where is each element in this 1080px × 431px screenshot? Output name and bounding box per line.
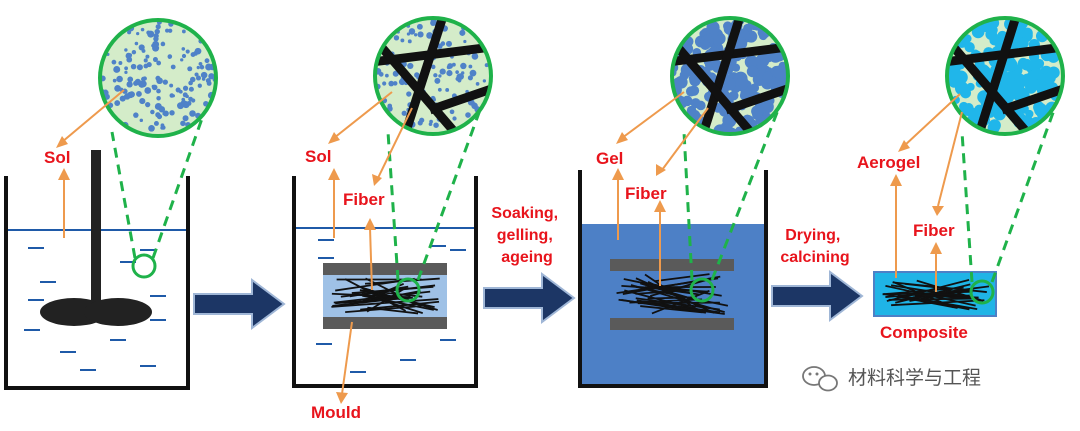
label-composite: Composite xyxy=(880,323,968,342)
label-fiber: Fiber xyxy=(913,221,955,240)
zoom-dash-left xyxy=(112,132,135,258)
label-fiber: Fiber xyxy=(625,184,667,203)
stirrer-shaft xyxy=(91,150,101,310)
stage-aerogel-composite: Aerogel Fiber Composite xyxy=(857,10,1072,342)
arrow-to-fiber-label xyxy=(938,112,962,206)
arrowhead xyxy=(612,168,624,180)
watermark: 材料科学与工程 xyxy=(803,367,981,391)
wechat-icon xyxy=(803,367,837,391)
label-fiber: Fiber xyxy=(343,190,385,209)
arrowhead xyxy=(328,168,340,180)
arrowhead xyxy=(930,242,942,254)
arrowhead xyxy=(890,174,902,186)
arrow-to-aerogel-label xyxy=(904,94,960,146)
arrowhead xyxy=(364,218,376,230)
arrow-to-sol-label xyxy=(334,92,392,138)
label-gel: Gel xyxy=(596,149,623,168)
arrow-to-gel-label xyxy=(622,92,684,138)
sample-marker-circle xyxy=(133,255,155,277)
process-arrow-2 xyxy=(484,274,574,322)
arrowhead xyxy=(372,174,382,186)
arrowhead xyxy=(58,168,70,180)
label-sol: Sol xyxy=(305,147,331,166)
step-soaking-gelling-ageing: Soaking, gelling, ageing xyxy=(491,205,562,266)
watermark-text: 材料科学与工程 xyxy=(848,367,981,389)
process-arrow-3 xyxy=(772,272,862,320)
mould-top-plate xyxy=(610,259,734,271)
arrowhead xyxy=(932,206,944,216)
arrow-to-mould-label xyxy=(342,322,352,394)
label-aerogel: Aerogel xyxy=(857,153,920,172)
mould-top-plate xyxy=(323,263,447,275)
stage-gel: Gel Fiber xyxy=(580,10,796,386)
mould-bottom-plate xyxy=(610,318,734,330)
mould-bottom-plate xyxy=(323,317,447,329)
stirrer-blade-right xyxy=(84,298,152,326)
zoom-dash-left xyxy=(962,132,972,282)
label-sol: Sol xyxy=(44,148,70,167)
stage-sol: Sol xyxy=(6,20,218,388)
label-mould: Mould xyxy=(311,403,361,422)
process-arrow-1 xyxy=(194,280,284,328)
step-drying-calcining: Drying, calcining xyxy=(780,227,849,266)
stage-mould: Sol Fiber Mould xyxy=(294,10,500,422)
